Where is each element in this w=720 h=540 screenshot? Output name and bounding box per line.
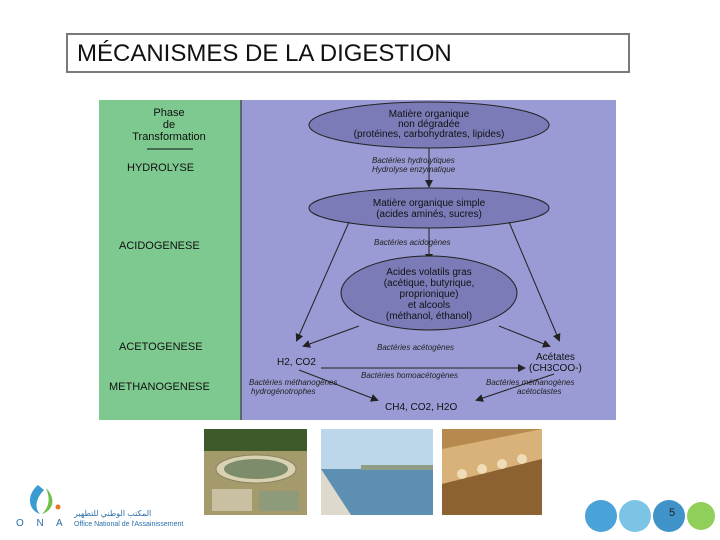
photo-weirs bbox=[441, 428, 543, 516]
ona-logo: O N A المكتب الوطني للتطهير Office Natio… bbox=[16, 485, 183, 529]
slide-title: MÉCANISMES DE LA DIGESTION bbox=[77, 40, 452, 67]
title-box: MÉCANISMES DE LA DIGESTION bbox=[66, 33, 630, 73]
phase-acetogenese: ACETOGENESE bbox=[119, 341, 203, 353]
label-acidogenic: Bactéries acidogènes bbox=[374, 238, 451, 247]
node-volatile-acids bbox=[340, 255, 518, 331]
left-panel bbox=[99, 100, 241, 420]
photo-treatment-tank bbox=[203, 428, 308, 516]
left-header: Phase de Transformation bbox=[132, 107, 206, 143]
logo-arabic: المكتب الوطني للتطهير bbox=[73, 509, 151, 518]
decorative-circles bbox=[585, 500, 715, 532]
phase-acidogenese: ACIDOGENESE bbox=[119, 240, 200, 252]
label-hydrolytic: Bactéries hydrolytiques bbox=[372, 156, 455, 165]
arrow-to-h2 bbox=[295, 221, 350, 342]
label-methanogens-h: Bactéries méthanogènes bbox=[249, 378, 338, 387]
arrow-acetogenesis-right bbox=[498, 325, 551, 348]
node-organic-matter-line: non dégradée bbox=[398, 119, 460, 130]
left-header-line: Transformation bbox=[132, 131, 206, 143]
logo-french: Office National de l'Assainissement bbox=[74, 521, 183, 528]
node-simple-matter-line: (acides aminés, sucres) bbox=[376, 209, 482, 220]
node-organic-matter-line: Matière organique bbox=[389, 109, 470, 120]
arrow-acetogenesis-left bbox=[302, 325, 360, 348]
node-volatile-acids-line: (acétique, butyrique, bbox=[384, 278, 475, 289]
arrow-to-products-right bbox=[475, 373, 555, 402]
phase-methanogenese: METHANOGENESE bbox=[109, 381, 210, 393]
label-acetates: Acétates bbox=[536, 352, 575, 363]
left-header-line: de bbox=[163, 119, 175, 131]
node-volatile-acids-line: proprionique) bbox=[400, 289, 459, 300]
logo-letters: O N A bbox=[16, 518, 68, 529]
label-hydrolytic: Hydrolyse enzymatique bbox=[372, 165, 456, 174]
arrow-to-products-left bbox=[298, 369, 379, 402]
node-organic-matter-line: (protéines, carbohydrates, lipides) bbox=[354, 129, 505, 140]
label-acetates: (CH3COO-) bbox=[529, 363, 582, 374]
node-volatile-acids-line: Acides volatils gras bbox=[386, 267, 472, 278]
label-methanogens-a: acétoclastes bbox=[517, 387, 561, 396]
photo-lagoon bbox=[320, 428, 434, 516]
arrow-to-acetates bbox=[508, 221, 561, 342]
label-h2-co2: H2, CO2 bbox=[277, 357, 316, 368]
digestion-diagram: Phase de Transformation HYDROLYSE ACIDOG… bbox=[99, 100, 616, 420]
node-simple-matter-line: Matière organique simple bbox=[373, 198, 486, 209]
label-methanogens-h: hydrogénotrophes bbox=[251, 387, 316, 396]
node-volatile-acids-line: et alcools bbox=[408, 300, 450, 311]
label-acetogenic: Bactéries acétogènes bbox=[377, 343, 454, 352]
phase-list: HYDROLYSE ACIDOGENESE ACETOGENESE METHAN… bbox=[109, 162, 210, 393]
node-volatile-acids-line: (méthanol, éthanol) bbox=[386, 311, 472, 322]
label-products: CH4, CO2, H2O bbox=[385, 402, 457, 413]
phase-hydrolyse: HYDROLYSE bbox=[127, 162, 194, 174]
page-number: 5 bbox=[669, 507, 676, 519]
left-header-line: Phase bbox=[153, 107, 184, 119]
label-homoacetogenic: Bactéries homoacétogènes bbox=[361, 371, 458, 380]
